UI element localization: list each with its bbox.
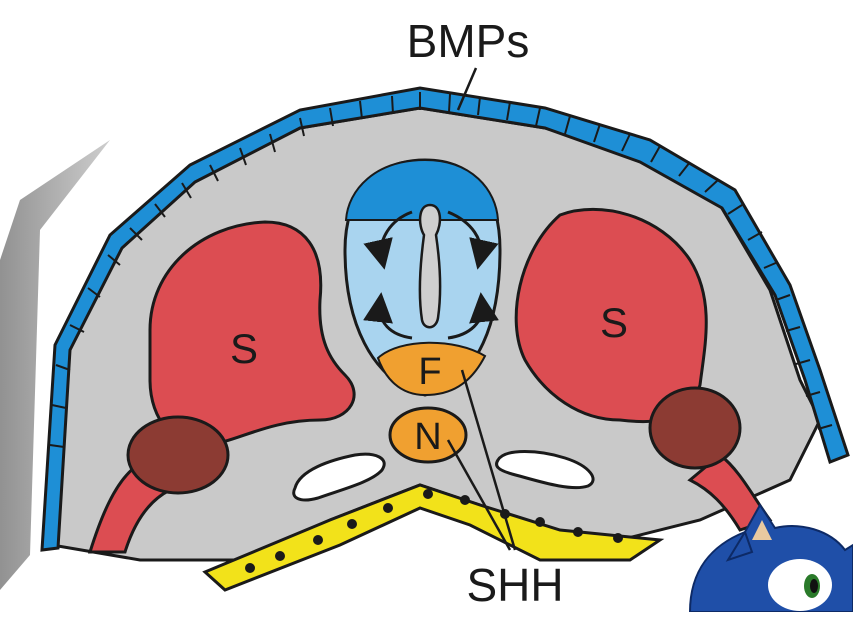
neural-canal: [420, 205, 440, 327]
label-somite-right: S: [600, 299, 628, 346]
label-bmps: BMPs: [407, 15, 530, 67]
hedgehog-mascot-icon: [690, 505, 853, 612]
sclerotome-left: [128, 417, 228, 493]
label-somite-left: S: [230, 325, 258, 372]
label-notochord: N: [414, 416, 441, 458]
sclerotome-right: [650, 388, 740, 468]
label-shh: SHH: [466, 559, 563, 611]
label-floor-plate: F: [418, 351, 441, 393]
